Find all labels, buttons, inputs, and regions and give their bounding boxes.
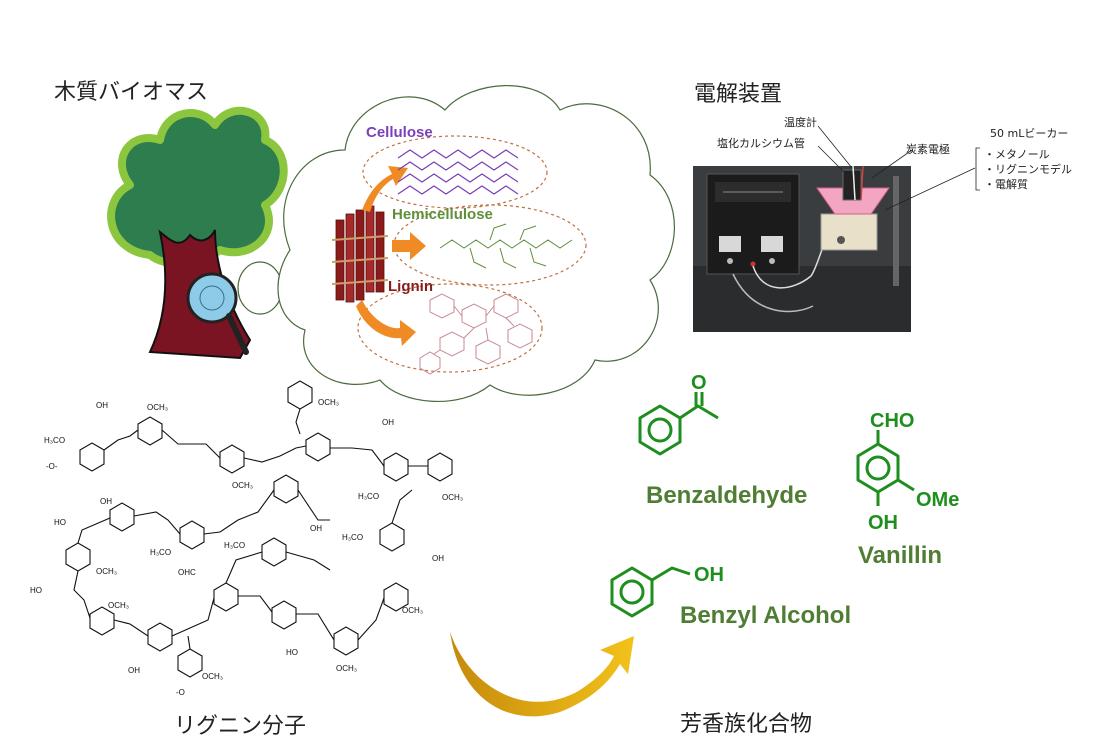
lignin-label-ho-1: HO (54, 518, 66, 527)
label-lignin: Lignin (388, 278, 433, 295)
label-content-electrolyte: ・電解質 (984, 178, 1028, 191)
title-aromatics: 芳香族化合物 (680, 712, 813, 737)
lignin-label-och3-2: OCH₃ (318, 398, 340, 407)
lignin-label-h3co-2: H₃CO (358, 492, 380, 501)
benzaldehyde-name: Benzaldehyde (646, 482, 808, 509)
lignin-label-och3-1: OCH₃ (147, 403, 169, 412)
lignin-label-ho-2: HO (30, 586, 42, 595)
lignin-label-och3-7: OCH₃ (402, 606, 424, 615)
title-lignin-molecule: リグニン分子 (174, 714, 307, 739)
lignin-label-end-top: -O- (46, 462, 58, 471)
lignin-label-h3co-5: H₃CO (342, 533, 364, 542)
arrow-to-hemicellulose (392, 232, 426, 260)
vanillin-cho-label: CHO (870, 410, 915, 432)
label-thermometer: 温度計 (784, 116, 817, 129)
lignin-label-och3-9: OCH₃ (202, 672, 224, 681)
vanillin-name: Vanillin (858, 542, 943, 569)
hemicellulose-structure (439, 223, 573, 269)
lignin-label-oh-4: OH (310, 524, 322, 533)
lignin-label-och3-4: OCH₃ (442, 493, 464, 502)
label-calcium-chloride-tube: 塩化カルシウム管 (717, 137, 805, 150)
lignin-label-oh-6: OH (128, 666, 140, 675)
electrolysis-apparatus-photo (693, 165, 911, 332)
lignin-label-end-bottom: -O (176, 688, 185, 697)
lignin-label-oh-5: OH (432, 554, 444, 563)
lignin-label-och3-6: OCH₃ (108, 601, 130, 610)
title-apparatus: 電解装置 (694, 82, 783, 107)
label-content-lignin-model: ・リグニンモデル (984, 163, 1072, 176)
label-beaker: 50 mLビーカー (990, 127, 1069, 140)
lignin-label-h3co-3: H₃CO (150, 548, 172, 557)
benzaldehyde-o-label: O (691, 372, 707, 394)
benzyl-alcohol-oh-label: OH (694, 564, 724, 586)
lignin-label-och3-3: OCH₃ (232, 481, 254, 490)
arrow-to-lignin (356, 300, 416, 346)
magnifier-icon (186, 272, 249, 355)
lignin-label-och3-5: OCH₃ (96, 567, 118, 576)
tree-canopy (107, 106, 288, 268)
lignin-structure (419, 293, 533, 375)
vanillin-ome-label: OMe (916, 489, 960, 511)
lignin-label-oh-3: OH (100, 497, 112, 506)
lignin-label-oh-1: OH (96, 401, 108, 410)
arrow-to-cellulose (362, 166, 408, 212)
vanillin-oh-label: OH (868, 512, 898, 534)
cellulose-structure (397, 149, 519, 195)
lignin-label-och3-8: OCH₃ (336, 664, 358, 673)
label-cellulose: Cellulose (366, 124, 433, 141)
lignin-label-ho-3: HO (286, 648, 298, 657)
fiber-bundle-icon (331, 205, 389, 303)
label-hemicellulose: Hemicellulose (392, 206, 493, 223)
lignin-label-oh-2: OH (382, 418, 394, 427)
lignin-label-ohc: OHC (178, 568, 196, 577)
title-biomass: 木質バイオマス (54, 80, 209, 105)
label-carbon-electrode: 炭素電極 (906, 143, 950, 156)
lignin-label-h3co-1: H₃CO (44, 436, 66, 445)
benzyl-alcohol-name: Benzyl Alcohol (680, 602, 852, 629)
lignin-label-h3co-4: H₃CO (224, 541, 246, 550)
label-content-methanol: ・メタノール (984, 148, 1050, 161)
